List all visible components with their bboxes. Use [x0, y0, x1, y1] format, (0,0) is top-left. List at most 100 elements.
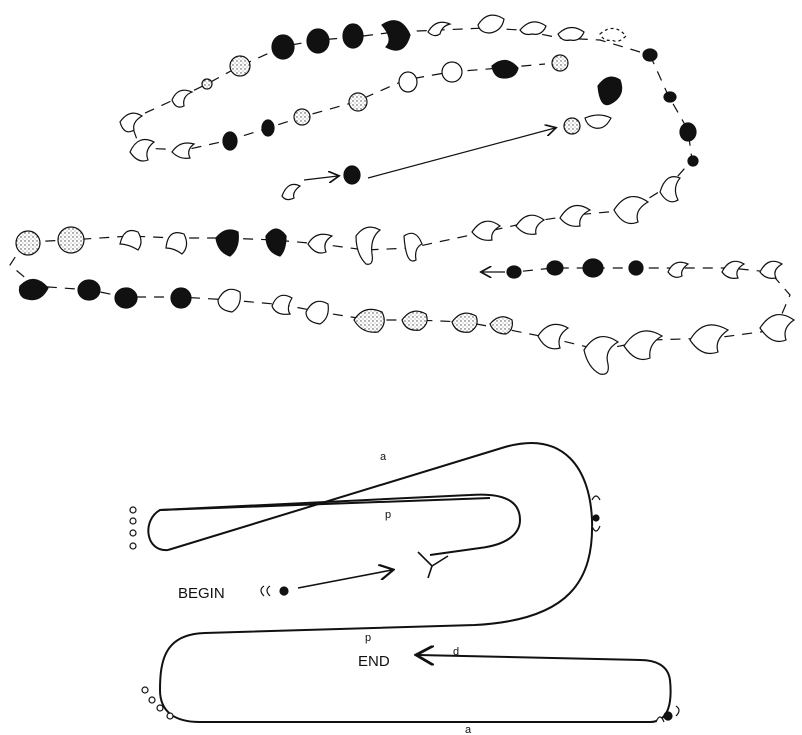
- mark-a-top: a: [380, 451, 387, 463]
- bead-open-hook: [403, 232, 423, 262]
- bead-open-hook: [583, 335, 620, 375]
- bead-filled: [342, 23, 364, 49]
- bead-filled: [663, 91, 677, 103]
- bead-open-hook-small: [675, 705, 680, 717]
- y-mark: [417, 551, 449, 579]
- bead-open-hook-small: [171, 89, 194, 108]
- bead-open-hook-small: [599, 27, 627, 42]
- bead-open-hook: [515, 214, 546, 235]
- bead-open-hook: [613, 195, 650, 225]
- bead-filled: [582, 258, 604, 278]
- bead-open-hook-small: [260, 585, 265, 597]
- long-arrow: [367, 128, 555, 179]
- bead-filled: [679, 122, 697, 142]
- bead-open-hook: [689, 324, 730, 355]
- bead-open-round: [166, 712, 174, 720]
- bead-open-hook: [271, 294, 293, 315]
- bead-dotted: [551, 54, 569, 72]
- row-six: [18, 278, 796, 375]
- bead-filled: [592, 514, 600, 522]
- row-four: [15, 195, 650, 265]
- mark-p-lower: p: [365, 632, 371, 644]
- bead-open-round: [148, 696, 156, 704]
- bead-open-hook: [307, 233, 334, 254]
- bead-filled: [343, 165, 361, 185]
- begin-arrow: [297, 570, 392, 589]
- mark-p-upper: p: [385, 509, 391, 521]
- bead-filled: [642, 48, 658, 62]
- bead-open-small: [201, 78, 213, 90]
- bead-open-hook-small: [477, 14, 505, 34]
- bead-open-round: [129, 517, 137, 525]
- bead-dotted: [563, 117, 581, 135]
- row-two: [171, 54, 677, 112]
- bead-open-round: [441, 61, 463, 83]
- bead-open-hook-small: [557, 26, 585, 41]
- bead-open-hook: [759, 313, 796, 343]
- bead-open-hook: [559, 204, 592, 227]
- bead-open-hook: [355, 226, 382, 265]
- bead-open-round: [141, 686, 149, 694]
- bead-open-hook: [721, 260, 746, 279]
- bead-open-hook: [129, 139, 156, 162]
- bead-dotted: [57, 226, 85, 254]
- row-top: [229, 14, 658, 77]
- schematic-beads: [129, 495, 680, 723]
- bead-open-hook: [119, 112, 144, 133]
- bead-open-hook: [623, 330, 664, 361]
- bead-filled: [306, 28, 330, 54]
- bead-open-hook-small: [591, 525, 601, 532]
- upper-outer-loop: [158, 442, 672, 723]
- bead-dotted: [229, 55, 251, 77]
- inner-arrow: [303, 176, 338, 180]
- bead-open-hook-small: [591, 495, 601, 501]
- bead-filled: [628, 260, 644, 276]
- upper-inner-line: [159, 497, 491, 511]
- bead-filled-hook: [597, 76, 623, 106]
- label-end: END: [358, 653, 390, 670]
- bead-open-round: [119, 229, 142, 251]
- bead-filled: [114, 287, 138, 309]
- bead-dotted: [15, 230, 41, 256]
- bead-dotted: [348, 92, 368, 112]
- bead-open-hook: [217, 288, 241, 313]
- bead-open-hook: [305, 300, 329, 325]
- bead-filled: [271, 34, 295, 60]
- mark-a-bottom: a: [465, 724, 472, 735]
- bead-filled: [18, 278, 49, 301]
- bead-open-hook: [667, 261, 690, 278]
- bead-filled: [506, 265, 522, 279]
- bead-filled: [546, 260, 564, 276]
- bead-filled: [170, 287, 192, 309]
- bead-open-hook: [759, 260, 784, 279]
- bead-open-round: [129, 542, 137, 550]
- bead-filled-hook: [381, 20, 411, 51]
- bead-filled: [687, 155, 699, 167]
- string-line: [9, 27, 791, 351]
- bead-open-round: [129, 529, 137, 537]
- bead-open-round: [165, 232, 188, 255]
- bead-open-round: [156, 704, 164, 712]
- upper-loop-left-end: [147, 493, 522, 556]
- bead-dotted: [293, 108, 311, 126]
- bead-dotted-hook: [353, 308, 385, 333]
- bead-filled: [491, 59, 519, 79]
- bead-open-hook: [171, 142, 196, 159]
- bead-open-hook-small: [655, 716, 665, 723]
- bead-open-hook-small: [281, 183, 302, 201]
- bead-open-hook-small: [519, 21, 547, 36]
- bead-filled: [279, 586, 289, 596]
- row-three: [119, 108, 699, 203]
- bead-dotted-hook: [451, 312, 478, 333]
- bead-open-hook-small: [427, 21, 452, 37]
- mark-d: d: [453, 646, 459, 658]
- end-arrow-line: [418, 655, 641, 660]
- label-begin: BEGIN: [178, 585, 225, 602]
- bead-string-drawing: [9, 14, 796, 375]
- schematic-diagram: [147, 442, 672, 723]
- bead-open-hook: [537, 323, 570, 350]
- bead-open-round: [129, 506, 137, 514]
- bead-filled: [77, 279, 101, 301]
- bead-filled-hook: [265, 228, 287, 257]
